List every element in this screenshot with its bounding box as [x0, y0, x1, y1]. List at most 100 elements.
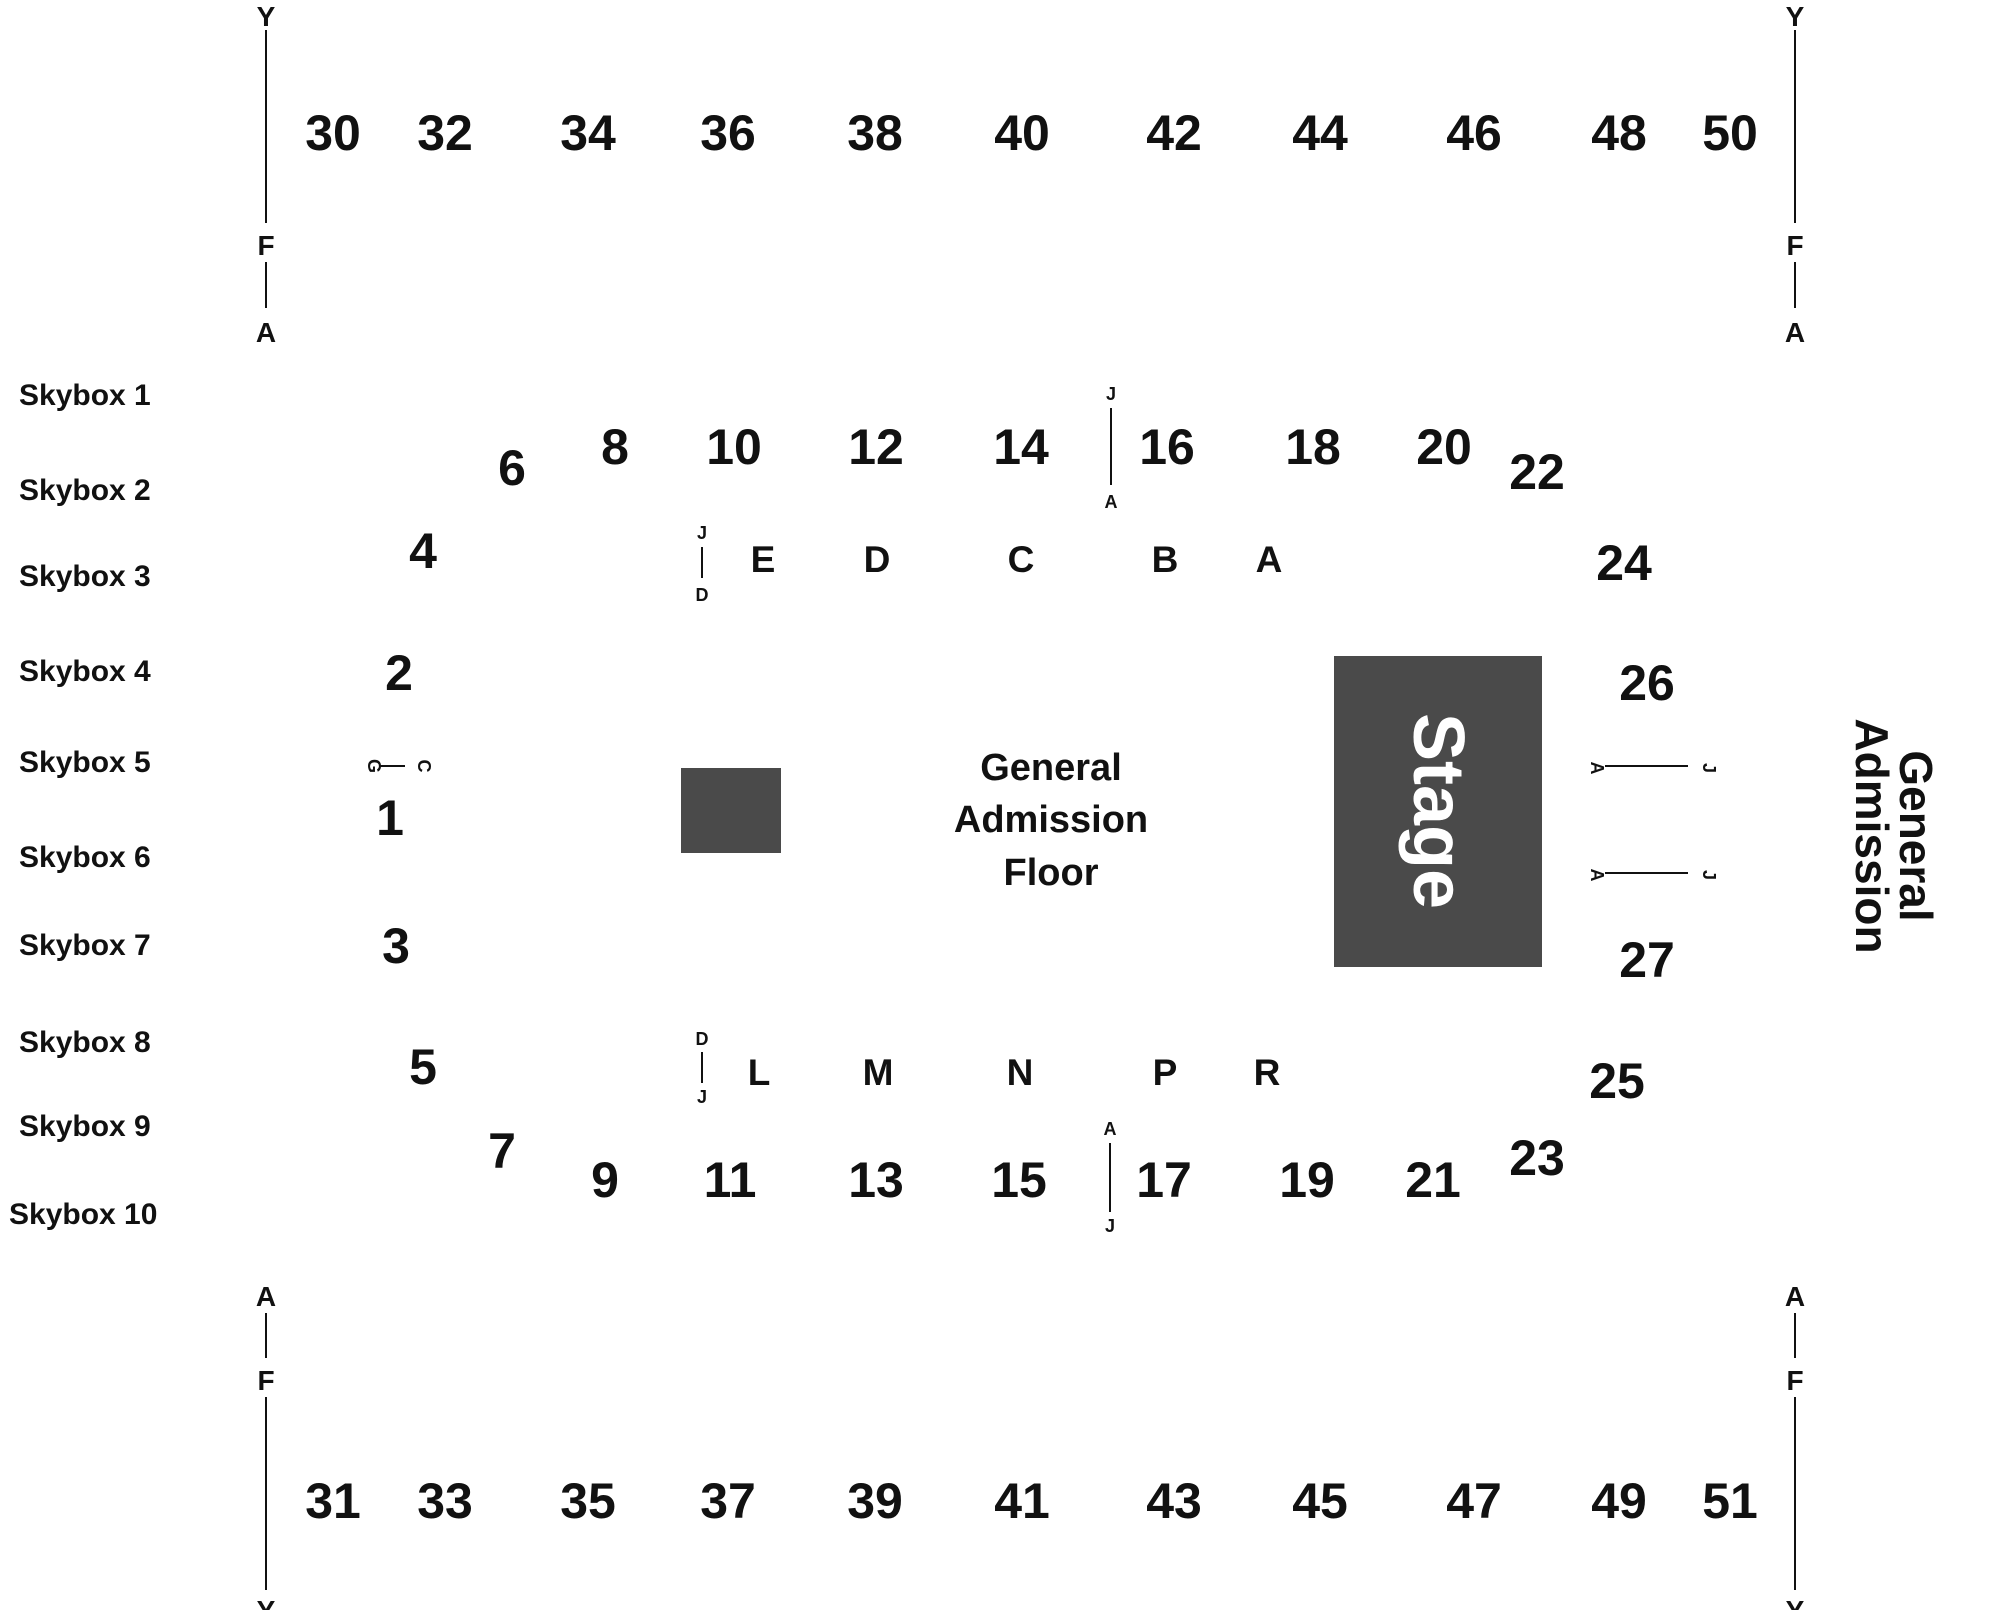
- skybox-2[interactable]: Skybox 2: [19, 474, 151, 507]
- section-8[interactable]: 8: [601, 419, 629, 475]
- section-47[interactable]: 47: [1446, 1473, 1502, 1529]
- section-13[interactable]: 13: [848, 1152, 904, 1208]
- section-30[interactable]: 30: [305, 105, 361, 161]
- section-7[interactable]: 7: [488, 1123, 516, 1179]
- section-21[interactable]: 21: [1405, 1152, 1461, 1208]
- section-44[interactable]: 44: [1292, 105, 1348, 161]
- section-36[interactable]: 36: [700, 105, 756, 161]
- section-23[interactable]: 23: [1509, 1130, 1565, 1186]
- section-32[interactable]: 32: [417, 105, 473, 161]
- floor-rows-bottom: L M N P R: [748, 1052, 1281, 1093]
- ga-floor-line-2: Admission: [954, 799, 1148, 841]
- section-3[interactable]: 3: [382, 918, 410, 974]
- section-15[interactable]: 15: [991, 1152, 1047, 1208]
- skybox-8[interactable]: Skybox 8: [19, 1026, 151, 1059]
- ga-floor-line-1: General: [980, 747, 1122, 789]
- lower-level-left-sections: 4 2 1 3 5: [376, 523, 437, 1095]
- row-marker: J: [1699, 763, 1719, 773]
- sound-booth: [681, 768, 781, 853]
- section-16[interactable]: 16: [1139, 419, 1195, 475]
- row-marker: Y: [1786, 1595, 1805, 1610]
- lower-level-right-sections: 24 26 27 25: [1589, 535, 1675, 1109]
- floor-row-a[interactable]: A: [1256, 539, 1283, 580]
- floor-row-l[interactable]: L: [748, 1052, 771, 1093]
- row-marker: Y: [257, 1, 276, 32]
- row-marker: F: [1786, 230, 1803, 261]
- skybox-6[interactable]: Skybox 6: [19, 841, 151, 874]
- stage-label: Stage: [1398, 713, 1478, 909]
- section-49[interactable]: 49: [1591, 1473, 1647, 1529]
- section-40[interactable]: 40: [994, 105, 1050, 161]
- section-22[interactable]: 22: [1509, 444, 1565, 500]
- section-14[interactable]: 14: [993, 419, 1049, 475]
- section-9[interactable]: 9: [591, 1152, 619, 1208]
- section-51[interactable]: 51: [1702, 1473, 1758, 1529]
- section-46[interactable]: 46: [1446, 105, 1502, 161]
- skybox-7[interactable]: Skybox 7: [19, 929, 151, 962]
- section-41[interactable]: 41: [994, 1473, 1050, 1529]
- section-17[interactable]: 17: [1136, 1152, 1192, 1208]
- floor-row-c[interactable]: C: [1008, 539, 1035, 580]
- section-1[interactable]: 1: [376, 790, 404, 846]
- skybox-9[interactable]: Skybox 9: [19, 1110, 151, 1143]
- floor-row-e[interactable]: E: [751, 539, 776, 580]
- section-11[interactable]: 11: [704, 1152, 757, 1208]
- row-markers-upper-right-top: Y F A: [1785, 1, 1805, 348]
- section-27[interactable]: 27: [1619, 932, 1675, 988]
- section-5[interactable]: 5: [409, 1039, 437, 1095]
- row-markers-section-27: A J: [1587, 869, 1719, 882]
- row-marker: A: [1587, 869, 1607, 882]
- section-42[interactable]: 42: [1146, 105, 1202, 161]
- section-43[interactable]: 43: [1146, 1473, 1202, 1529]
- row-markers-upper-left-top: Y F A: [256, 1, 276, 348]
- section-33[interactable]: 33: [417, 1473, 473, 1529]
- section-18[interactable]: 18: [1285, 419, 1341, 475]
- floor-row-m[interactable]: M: [863, 1052, 894, 1093]
- skybox-1[interactable]: Skybox 1: [19, 379, 151, 412]
- row-marker: A: [256, 1281, 276, 1312]
- row-marker: A: [1104, 1119, 1117, 1139]
- section-35[interactable]: 35: [560, 1473, 616, 1529]
- section-2[interactable]: 2: [385, 645, 413, 701]
- section-10[interactable]: 10: [706, 419, 762, 475]
- floor-row-d[interactable]: D: [864, 539, 891, 580]
- section-12[interactable]: 12: [848, 419, 904, 475]
- row-markers-section-1: G C: [364, 759, 434, 773]
- section-20[interactable]: 20: [1416, 419, 1472, 475]
- section-6[interactable]: 6: [498, 440, 526, 496]
- row-marker: J: [1699, 870, 1719, 880]
- lower-level-bottom-sections: 7 9 11 13 15 17 19 21 23: [488, 1123, 1565, 1208]
- section-19[interactable]: 19: [1279, 1152, 1335, 1208]
- general-admission-right-label[interactable]: General Admission: [1846, 718, 1942, 953]
- section-24[interactable]: 24: [1596, 535, 1652, 591]
- floor-row-p[interactable]: P: [1153, 1052, 1178, 1093]
- row-markers-floor-bottom: D J: [696, 1029, 709, 1107]
- skybox-5[interactable]: Skybox 5: [19, 746, 151, 779]
- section-37[interactable]: 37: [700, 1473, 756, 1529]
- row-markers-section-26: A J: [1587, 762, 1719, 775]
- row-marker: D: [696, 585, 709, 605]
- section-34[interactable]: 34: [560, 105, 616, 161]
- section-45[interactable]: 45: [1292, 1473, 1348, 1529]
- floor-row-b[interactable]: B: [1152, 539, 1179, 580]
- lower-level-top-sections: 6 8 10 12 14 16 18 20 22: [498, 419, 1565, 500]
- row-marker: J: [1105, 1216, 1115, 1236]
- skybox-10[interactable]: Skybox 10: [9, 1198, 157, 1231]
- stage: [1334, 656, 1542, 967]
- section-48[interactable]: 48: [1591, 105, 1647, 161]
- row-marker: J: [1106, 384, 1116, 404]
- section-38[interactable]: 38: [847, 105, 903, 161]
- section-25[interactable]: 25: [1589, 1053, 1645, 1109]
- section-50[interactable]: 50: [1702, 105, 1758, 161]
- floor-row-r[interactable]: R: [1254, 1052, 1281, 1093]
- section-31[interactable]: 31: [305, 1473, 361, 1529]
- skybox-4[interactable]: Skybox 4: [19, 655, 151, 688]
- section-26[interactable]: 26: [1619, 655, 1675, 711]
- row-marker: C: [414, 760, 434, 773]
- floor-row-n[interactable]: N: [1007, 1052, 1034, 1093]
- section-4[interactable]: 4: [409, 523, 437, 579]
- general-admission-floor-label[interactable]: General Admission Floor: [954, 747, 1148, 894]
- skybox-3[interactable]: Skybox 3: [19, 560, 151, 593]
- section-39[interactable]: 39: [847, 1473, 903, 1529]
